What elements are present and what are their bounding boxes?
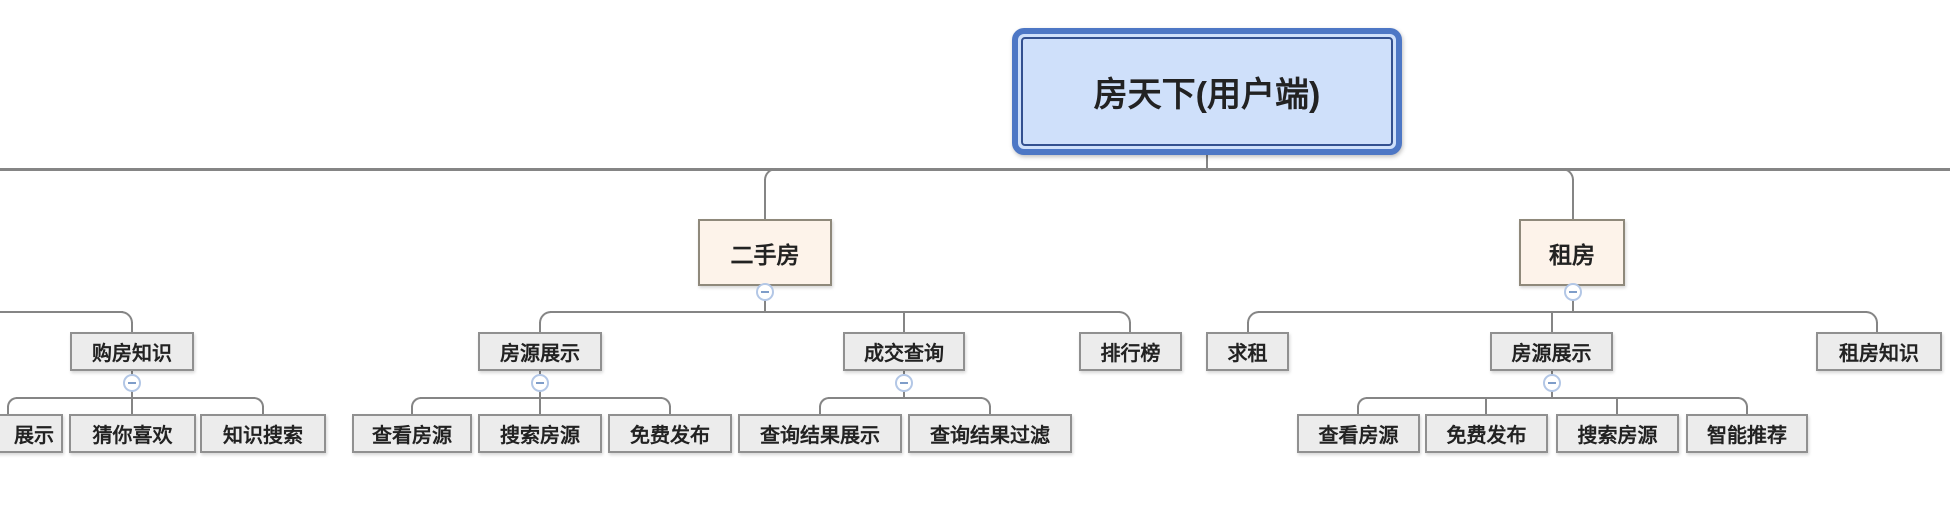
connector-corner [411, 397, 421, 407]
connector-vline [539, 398, 541, 414]
connector-corner [539, 311, 551, 323]
topic-view-listings-2[interactable]: 查看房源 [1297, 414, 1420, 453]
connector-corner [764, 168, 776, 180]
topic-display-clipped[interactable]: 展示 [0, 414, 63, 453]
collapse-renting[interactable] [1564, 283, 1582, 301]
connector-hline [1366, 397, 1739, 399]
connector-vline [1616, 398, 1618, 414]
connector-vline [262, 406, 264, 414]
connector-corner [7, 397, 17, 407]
topic-rent-seeking[interactable]: 求租 [1206, 332, 1289, 371]
topic-label: 知识搜索 [223, 425, 303, 447]
topic-label: 房源展示 [1511, 343, 1592, 365]
connector-vline [764, 179, 766, 219]
connector-corner [661, 397, 671, 407]
topic-house-buying-knowledge[interactable]: 购房知识 [70, 332, 194, 371]
topic-label: 成交查询 [864, 343, 944, 365]
topic-knowledge-search[interactable]: 知识搜索 [200, 414, 326, 453]
topic-label: 查看房源 [372, 425, 452, 447]
topic-view-listings-1[interactable]: 查看房源 [352, 414, 472, 453]
connector-hline [550, 311, 1120, 313]
connector-vline [903, 312, 905, 332]
minus-icon [536, 382, 544, 384]
connector-corner [254, 397, 264, 407]
connector-vline [819, 406, 821, 414]
minus-icon [128, 382, 136, 384]
topic-listing-display-2[interactable]: 房源展示 [1490, 332, 1613, 371]
connector-vline [1551, 312, 1553, 332]
collapse-house-buying-knowledge[interactable] [123, 374, 141, 392]
minus-icon [1569, 291, 1577, 293]
topic-smart-recommend[interactable]: 智能推荐 [1686, 414, 1808, 453]
topic-deal-query[interactable]: 成交查询 [843, 332, 965, 371]
collapse-second-hand-house[interactable] [756, 283, 774, 301]
topic-label: 购房知识 [92, 343, 172, 365]
topic-label: 猜你喜欢 [92, 425, 173, 447]
connector-vline [1357, 406, 1359, 414]
connector-vline [1206, 155, 1208, 170]
collapse-listing-display-1[interactable] [531, 374, 549, 392]
topic-free-publish-1[interactable]: 免费发布 [608, 414, 732, 453]
topic-label: 搜索房源 [500, 425, 580, 447]
topic-label: 免费发布 [630, 425, 710, 447]
connector-hline [420, 397, 662, 399]
topic-label: 智能推荐 [1707, 425, 1787, 447]
topic-renting[interactable]: 租房 [1519, 219, 1625, 286]
connector-hline [828, 397, 982, 399]
topic-label: 查看房源 [1318, 425, 1399, 447]
minus-icon [900, 382, 908, 384]
topic-search-listings-1[interactable]: 搜索房源 [478, 414, 602, 453]
connector-vline [539, 322, 541, 332]
collapse-listing-display-2[interactable] [1543, 374, 1561, 392]
topic-label: 二手房 [730, 241, 800, 268]
topic-query-result-filter[interactable]: 查询结果过滤 [908, 414, 1072, 453]
connector-hline [0, 168, 1950, 171]
connector-vline [131, 398, 133, 414]
connector-corner [981, 397, 991, 407]
connector-vline [1746, 406, 1748, 414]
topic-renting-knowledge[interactable]: 租房知识 [1816, 332, 1942, 371]
connector-hline [0, 311, 123, 313]
topic-label: 求租 [1227, 343, 1268, 365]
connector-vline [411, 406, 413, 414]
connector-hline [1258, 311, 1867, 313]
connector-vline [1572, 179, 1574, 219]
topic-label: 租房知识 [1839, 343, 1919, 365]
topic-label: 租房 [1549, 241, 1595, 268]
topic-label: 展示 [14, 425, 54, 447]
connector-vline [131, 322, 133, 332]
topic-label: 房源展示 [500, 343, 580, 365]
topic-free-publish-2[interactable]: 免费发布 [1425, 414, 1548, 453]
topic-query-result-display[interactable]: 查询结果展示 [738, 414, 902, 453]
connector-hline [16, 397, 255, 399]
topic-label: 查询结果展示 [760, 425, 880, 447]
connector-vline [1876, 322, 1878, 332]
connector-corner [819, 397, 829, 407]
connector-vline [1247, 322, 1249, 332]
topic-ranking-list[interactable]: 排行榜 [1079, 332, 1182, 371]
connector-vline [7, 406, 9, 414]
connector-corner [1738, 397, 1748, 407]
topic-search-listings-2[interactable]: 搜索房源 [1556, 414, 1679, 453]
collapse-deal-query[interactable] [895, 374, 913, 392]
topic-label: 免费发布 [1446, 425, 1527, 447]
topic-second-hand-house[interactable]: 二手房 [698, 219, 832, 286]
topic-label: 房天下(用户端) [1093, 76, 1321, 114]
connector-vline [1129, 322, 1131, 332]
connector-corner [1357, 397, 1367, 407]
topic-label: 搜索房源 [1577, 425, 1658, 447]
connector-vline [1485, 398, 1487, 414]
topic-label: 查询结果过滤 [930, 425, 1050, 447]
topic-root[interactable]: 房天下(用户端) [1012, 28, 1402, 155]
connector-vline [989, 406, 991, 414]
minus-icon [1548, 382, 1556, 384]
topic-label: 排行榜 [1100, 343, 1161, 365]
connector-corner [1247, 311, 1259, 323]
topic-listing-display-1[interactable]: 房源展示 [478, 332, 602, 371]
minus-icon [761, 291, 769, 293]
topic-guess-you-like[interactable]: 猜你喜欢 [69, 414, 196, 453]
connector-vline [669, 406, 671, 414]
